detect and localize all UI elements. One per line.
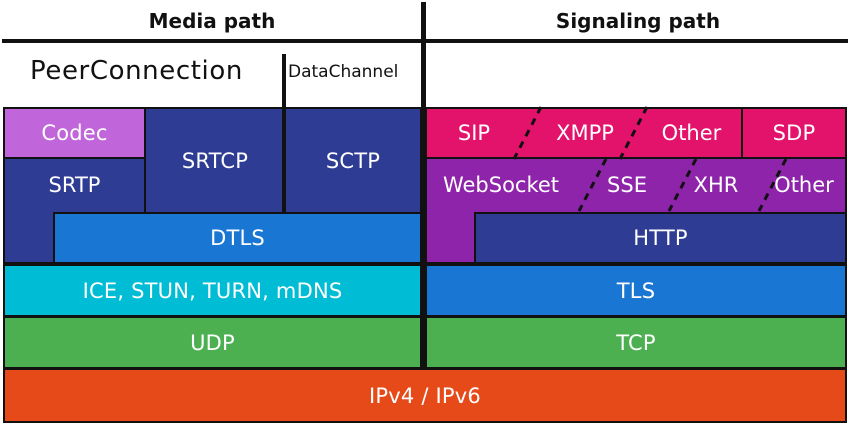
- sdp-block: SDP: [741, 107, 847, 159]
- sip-xmpp-separator: [512, 106, 543, 160]
- sip-xmpp-other-row: [425, 107, 743, 159]
- sip-label: SIP: [457, 121, 491, 145]
- ipv4-ipv6-block: IPv4 / IPv6: [3, 368, 847, 423]
- data-channel-divider: [282, 54, 286, 213]
- other-bottom-label: Other: [774, 173, 834, 197]
- sse-xhr-separator: [667, 158, 698, 212]
- srtp-label: SRTP: [48, 173, 101, 197]
- udp-block: UDP: [3, 316, 422, 369]
- other-top-label: Other: [661, 121, 722, 145]
- peer-connection-label: PeerConnection: [30, 56, 243, 86]
- ice-stun-turn-mdns-block: ICE, STUN, TURN, mDNS: [3, 264, 422, 317]
- srtcp-block: SRTCP: [144, 107, 286, 214]
- sse-label: SSE: [607, 173, 647, 197]
- xmpp-label: XMPP: [556, 121, 614, 145]
- signaling-path-header: Signaling path: [555, 9, 721, 33]
- http-block: HTTP: [474, 212, 847, 264]
- data-channel-label: DataChannel: [288, 62, 399, 82]
- xhr-label: XHR: [693, 173, 739, 197]
- tcp-block: TCP: [425, 316, 847, 369]
- xmpp-other-separator: [618, 106, 649, 160]
- sctp-block: SCTP: [284, 107, 422, 214]
- dtls-block: DTLS: [53, 212, 422, 264]
- xhr-other-separator: [757, 158, 788, 212]
- websocket-label: WebSocket: [442, 173, 560, 197]
- websocket-sse-separator: [577, 158, 608, 212]
- media-path-header: Media path: [148, 9, 276, 33]
- path-separator: [421, 2, 426, 369]
